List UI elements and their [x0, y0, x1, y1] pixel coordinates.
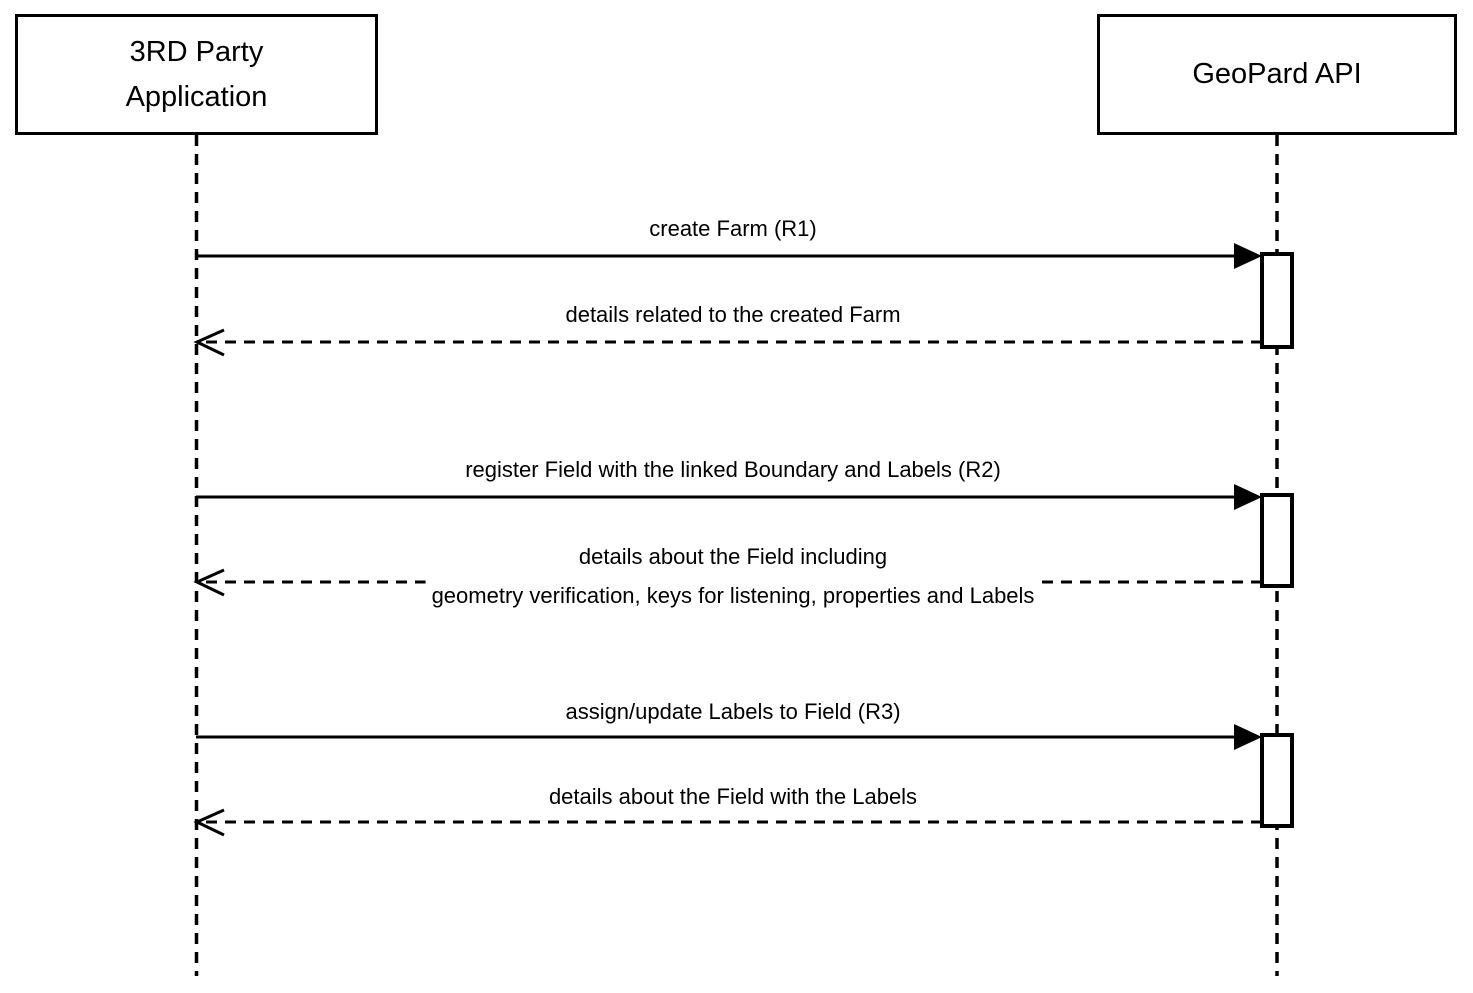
actor-geopard-api: GeoPard API — [1097, 14, 1457, 135]
activation-bar-2 — [1260, 493, 1294, 588]
message-arrow-register-field — [196, 484, 1262, 510]
response-label-field-details-line2: geometry verification, keys for listenin… — [425, 575, 1041, 609]
message-label-assign-labels: assign/update Labels to Field (R3) — [565, 699, 901, 724]
response-label-field-details-line1: details about the Field including — [578, 544, 888, 569]
actor-third-party-application: 3RD Party Application — [15, 14, 378, 135]
response-arrow-field-details — [193, 568, 1262, 597]
response-arrow-created-farm-details — [193, 328, 1262, 357]
activation-bar-1 — [1260, 252, 1294, 349]
message-arrow-create-farm — [196, 243, 1262, 269]
message-label-create-farm: create Farm (R1) — [649, 216, 817, 241]
message-arrow-assign-labels — [196, 724, 1262, 750]
activation-bar-3 — [1260, 733, 1294, 828]
response-label-field-with-labels: details about the Field with the Labels — [548, 784, 918, 809]
response-arrow-field-with-labels — [193, 808, 1262, 837]
response-label-created-farm-details: details related to the created Farm — [565, 302, 901, 327]
message-label-register-field: register Field with the linked Boundary … — [465, 457, 1001, 482]
